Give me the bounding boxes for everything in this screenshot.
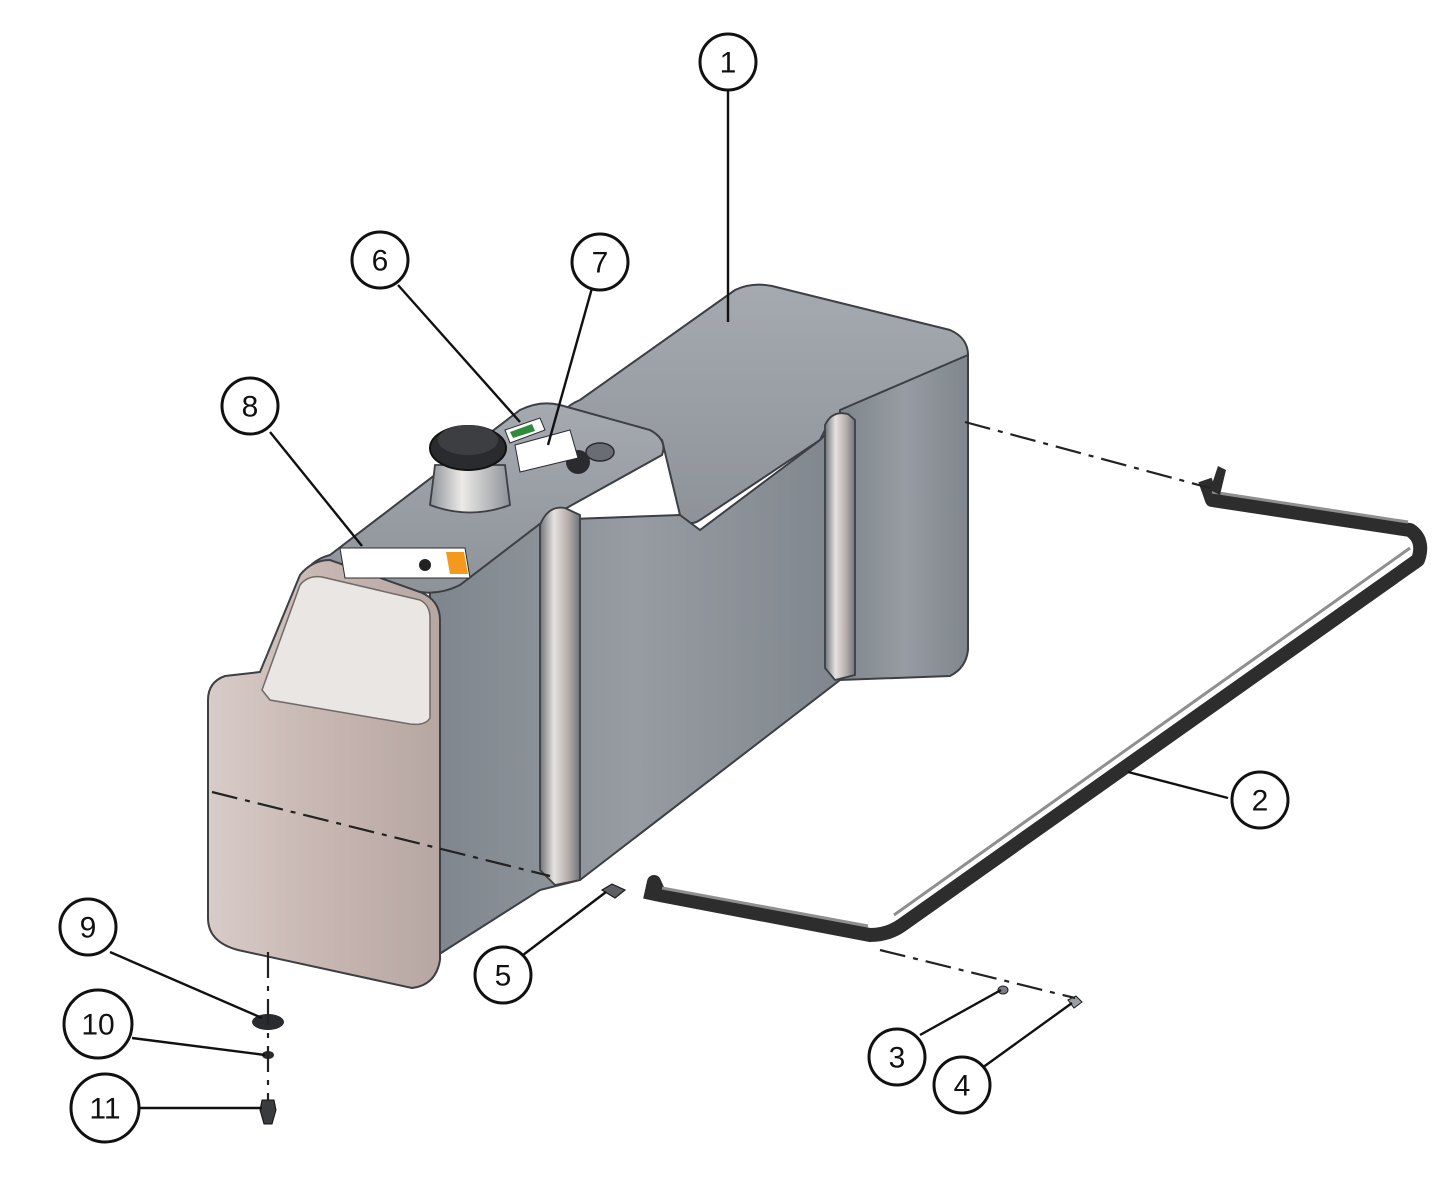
decal-a-green <box>510 424 535 438</box>
strap-band <box>643 477 1428 942</box>
leader-5 <box>522 891 607 956</box>
callout-9: 9 <box>58 897 118 957</box>
callout-circle <box>473 945 533 1005</box>
callout-circle <box>932 1055 992 1115</box>
warning-decal-graphic <box>339 547 471 579</box>
warning-decal-symbol <box>419 559 431 571</box>
callout-8: 8 <box>220 376 280 436</box>
callout-10: 10 <box>62 988 134 1060</box>
strap-band-highlight <box>661 490 1411 928</box>
callout-label: 6 <box>372 245 389 278</box>
callout-circle <box>867 1027 927 1087</box>
leader-8 <box>269 431 363 547</box>
callout-label: 11 <box>89 1093 120 1126</box>
callout-label: 10 <box>81 1009 114 1042</box>
centerline-tank-front <box>211 790 551 878</box>
centerline-strap-front <box>879 948 1076 1000</box>
callout-balloons: 1 2 3 4 5 6 7 8 9 10 11 <box>58 32 1290 1144</box>
callout-4: 4 <box>932 1055 992 1115</box>
strap-bolt <box>600 883 627 899</box>
callout-label: 4 <box>954 1070 971 1103</box>
fuel-tank <box>207 283 969 990</box>
callout-circle <box>58 897 118 957</box>
callout-3: 3 <box>867 1027 927 1087</box>
callout-label: 5 <box>495 960 512 993</box>
callout-label: 3 <box>889 1042 906 1075</box>
filler-neck <box>429 464 511 514</box>
tank-rib-front <box>539 506 581 886</box>
callout-label: 7 <box>592 247 609 280</box>
strap-hook-rear <box>1210 466 1226 495</box>
callout-7: 7 <box>570 232 630 292</box>
callout-6: 6 <box>350 230 410 290</box>
tank-rib-rear <box>824 412 856 682</box>
callout-2: 2 <box>1230 770 1290 830</box>
centerlines <box>211 420 1211 1100</box>
callout-circle <box>62 988 134 1060</box>
callout-label: 9 <box>80 912 97 945</box>
mount-bolt <box>259 1099 277 1125</box>
tank-front-window <box>261 575 431 726</box>
callout-circle <box>698 32 758 92</box>
leader-9 <box>109 950 263 1020</box>
callout-label: 1 <box>720 47 737 80</box>
sender-flange <box>585 442 615 462</box>
tank-rear-end <box>839 353 969 682</box>
callout-circle <box>1230 770 1290 830</box>
leader-2 <box>1127 770 1229 800</box>
leader-6 <box>397 284 521 423</box>
callout-circle <box>350 230 410 290</box>
leader-3 <box>919 988 1002 1037</box>
centerline-strap-rear <box>964 420 1211 490</box>
filler-cap-top <box>438 425 498 455</box>
callout-circle <box>69 1072 141 1144</box>
tank-strap <box>643 466 1428 942</box>
callout-1: 1 <box>698 32 758 92</box>
leader-7 <box>546 287 594 446</box>
leader-10 <box>131 1036 266 1057</box>
callout-5: 5 <box>473 945 533 1005</box>
warning-decal-orange <box>446 552 468 574</box>
callout-circle <box>570 232 630 292</box>
callout-circle <box>220 376 280 436</box>
leader-lines <box>109 88 1229 1110</box>
leader-4 <box>981 1002 1073 1069</box>
callout-label: 2 <box>1252 785 1269 818</box>
callout-label: 8 <box>242 391 259 424</box>
strap-washer <box>997 985 1009 995</box>
callout-11: 11 <box>69 1072 141 1144</box>
strap-hook-front <box>646 880 662 895</box>
